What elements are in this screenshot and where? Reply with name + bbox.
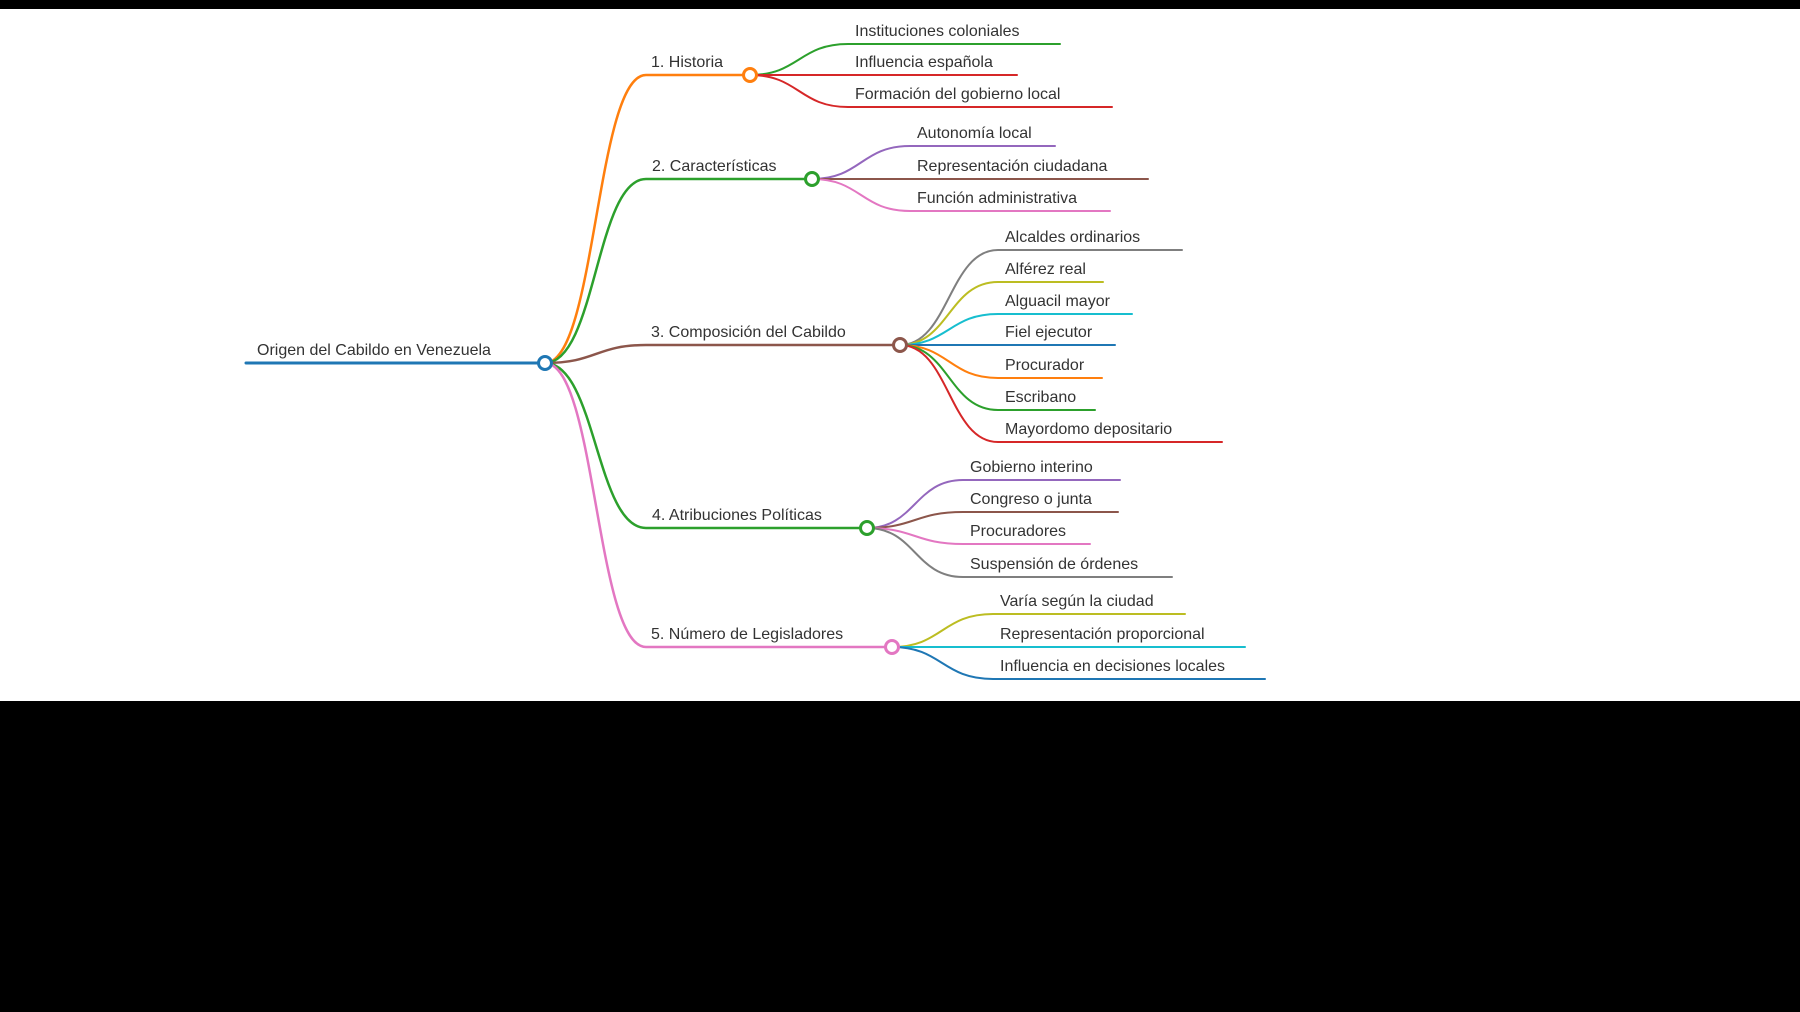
node-circle-atribuciones[interactable]	[859, 520, 875, 536]
node-circle-numero-legisladores[interactable]	[884, 639, 900, 655]
link-autonomia-local	[811, 145, 1056, 180]
node-label-influencia-decisiones-locales: Influencia en decisiones locales	[1000, 658, 1226, 675]
link-numero-legisladores	[543, 361, 894, 649]
node-label-mayordomo-depositario: Mayordomo depositario	[1005, 421, 1173, 438]
link-alferez-real	[899, 281, 1104, 346]
node-label-formacion-gobierno-local: Formación del gobierno local	[855, 86, 1061, 103]
mindmap-canvas	[0, 9, 1800, 701]
node-label-fiel-ejecutor: Fiel ejecutor	[1005, 324, 1093, 341]
node-label-historia: 1. Historia	[651, 54, 724, 71]
link-funcion-administrativa	[811, 178, 1111, 212]
node-label-autonomia-local: Autonomía local	[917, 125, 1032, 142]
node-label-gobierno-interino: Gobierno interino	[970, 459, 1093, 476]
node-label-root: Origen del Cabildo en Venezuela	[257, 342, 491, 359]
node-label-composicion: 3. Composición del Cabildo	[651, 324, 846, 341]
link-varia-segun-ciudad	[891, 613, 1186, 648]
link-influencia-decisiones-locales	[891, 646, 1266, 680]
link-suspension-de-ordenes	[866, 527, 1173, 578]
link-escribano	[899, 344, 1096, 411]
node-label-representacion-ciudadana: Representación ciudadana	[917, 158, 1108, 175]
link-historia	[543, 73, 752, 365]
link-mayordomo-depositario	[899, 344, 1223, 443]
link-alcaldes-ordinarios	[899, 249, 1183, 346]
node-label-procuradores: Procuradores	[970, 523, 1067, 540]
node-label-varia-segun-ciudad: Varía según la ciudad	[1000, 593, 1154, 610]
node-label-procurador: Procurador	[1005, 357, 1085, 374]
link-congreso-o-junta	[866, 511, 1119, 529]
node-label-instituciones-coloniales: Instituciones coloniales	[855, 23, 1020, 40]
node-label-representacion-proporcional: Representación proporcional	[1000, 626, 1205, 643]
link-formacion-gobierno-local	[749, 74, 1113, 108]
node-label-alguacil-mayor: Alguacil mayor	[1005, 293, 1110, 310]
link-atribuciones	[543, 361, 869, 530]
node-label-influencia-espanola: Influencia española	[855, 54, 993, 71]
node-label-alcaldes-ordinarios: Alcaldes ordinarios	[1005, 229, 1141, 246]
link-instituciones-coloniales	[749, 43, 1061, 76]
node-label-numero-legisladores: 5. Número de Legisladores	[651, 626, 844, 643]
node-circle-historia[interactable]	[742, 67, 758, 83]
node-circle-root[interactable]	[537, 355, 553, 371]
link-gobierno-interino	[866, 479, 1121, 529]
node-label-atribuciones: 4. Atribuciones Políticas	[652, 507, 822, 524]
link-procurador	[899, 344, 1103, 379]
link-procuradores	[866, 527, 1091, 545]
node-label-caracteristicas: 2. Características	[652, 158, 777, 175]
link-caracteristicas	[543, 177, 814, 365]
link-alguacil-mayor	[899, 313, 1133, 346]
node-label-alferez-real: Alférez real	[1005, 261, 1086, 278]
node-circle-caracteristicas[interactable]	[804, 171, 820, 187]
node-circle-composicion[interactable]	[892, 337, 908, 353]
node-label-escribano: Escribano	[1005, 389, 1077, 406]
node-label-suspension-de-ordenes: Suspensión de órdenes	[970, 556, 1139, 573]
node-label-funcion-administrativa: Función administrativa	[917, 190, 1078, 207]
link-composicion	[543, 343, 902, 365]
node-label-congreso-o-junta: Congreso o junta	[970, 491, 1092, 508]
